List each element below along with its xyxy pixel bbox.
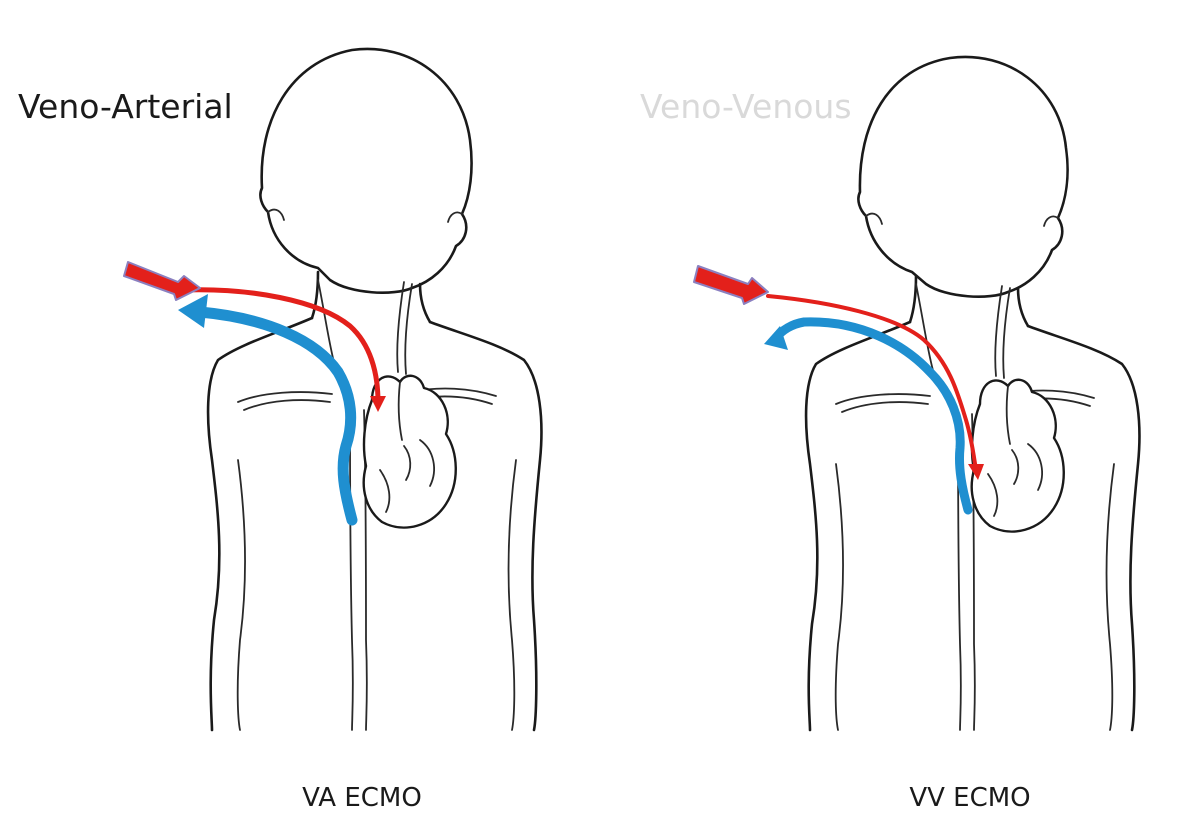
va-ecmo-panel: Veno-Arterial VA ECMO [18, 49, 541, 813]
vv-deoxygenated-flow-arrow [764, 322, 968, 510]
va-deoxygenated-flow-arrow [178, 294, 352, 520]
vv-heart-icon [972, 380, 1064, 532]
va-caption: VA ECMO [302, 783, 422, 813]
vv-title: Veno-Venous [640, 87, 852, 126]
vv-oxygenated-flow-arrow [694, 266, 984, 480]
vv-caption: VV ECMO [909, 783, 1030, 813]
va-title: Veno-Arterial [18, 87, 233, 126]
vv-ecmo-panel: Veno-Venous VV ECMO [640, 57, 1139, 813]
vv-body-outline [806, 57, 1139, 730]
